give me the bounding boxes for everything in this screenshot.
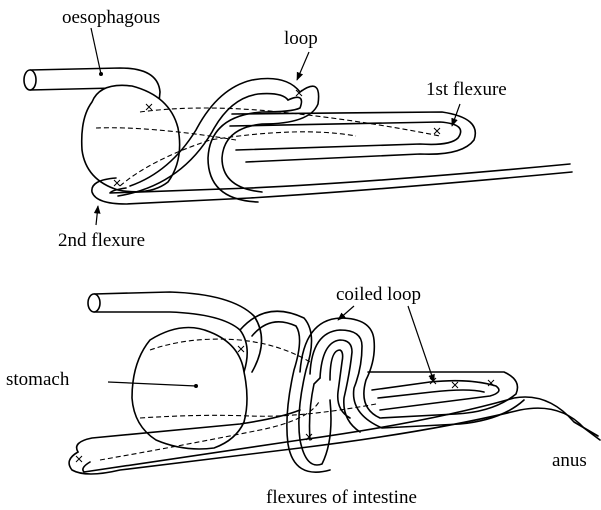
label-stomach: stomach [6,369,70,390]
leader-stomach-dot [194,384,198,388]
label-anus: anus [552,450,587,471]
top-figure: oesophagous loop 1st flexure 2nd flexure [24,7,572,251]
leader-coiled-loop-b [408,306,434,382]
bottom-figure: coiled loop stomach anus flexures of int… [6,284,600,508]
leader-oesophagous [91,28,101,74]
label-coiled-loop: coiled loop [336,284,421,305]
label-first-flexure: 1st flexure [426,79,507,100]
label-oesophagous: oesophagous [62,7,160,28]
label-loop: loop [284,28,318,49]
leader-loop [297,52,309,80]
bottom-stomach [132,328,247,450]
top-stomach [82,85,180,191]
caption-flexures-of-intestine: flexures of intestine [266,487,417,508]
leader-oesophagous-dot [99,72,103,76]
leader-second-flexure [96,206,98,225]
label-second-flexure: 2nd flexure [58,230,145,251]
